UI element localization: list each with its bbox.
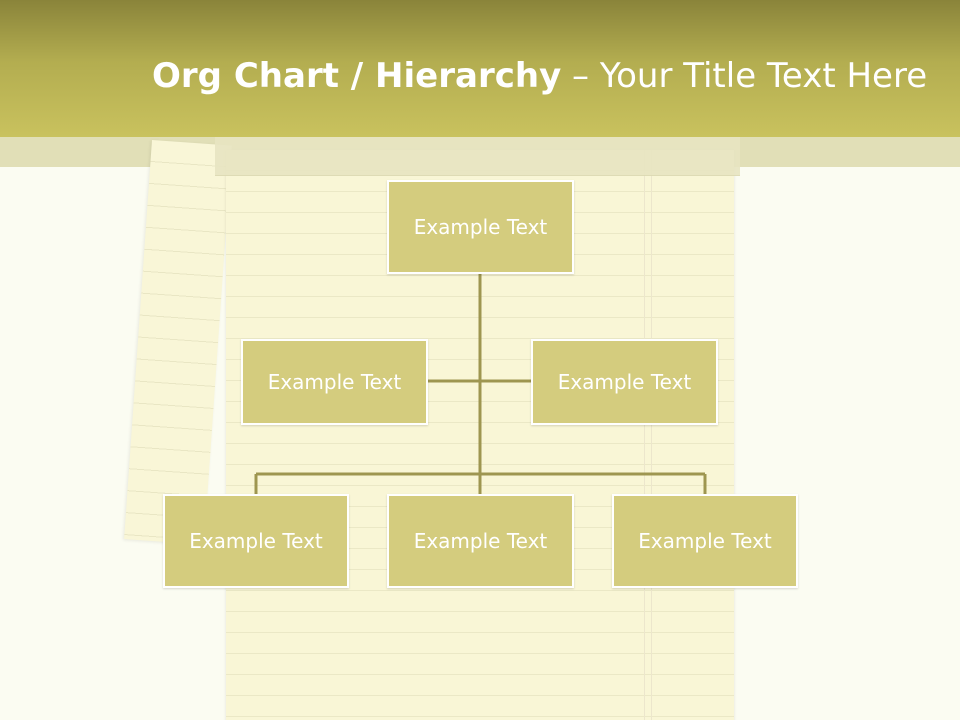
org-node-child-center[interactable]: Example Text bbox=[387, 494, 574, 588]
title-bold: Org Chart / Hierarchy bbox=[152, 56, 562, 96]
notepad-margin-line bbox=[644, 150, 652, 720]
title-light: – Your Title Text Here bbox=[572, 56, 928, 96]
notepad-binding bbox=[215, 137, 740, 176]
header-bar bbox=[0, 0, 960, 137]
org-node-child-left[interactable]: Example Text bbox=[163, 494, 349, 588]
org-node-assistant-right[interactable]: Example Text bbox=[531, 339, 718, 425]
org-node-assistant-left[interactable]: Example Text bbox=[241, 339, 428, 425]
org-node-root[interactable]: Example Text bbox=[387, 180, 574, 274]
org-node-child-right[interactable]: Example Text bbox=[612, 494, 798, 588]
slide-title: Org Chart / Hierarchy – Your Title Text … bbox=[152, 50, 927, 102]
